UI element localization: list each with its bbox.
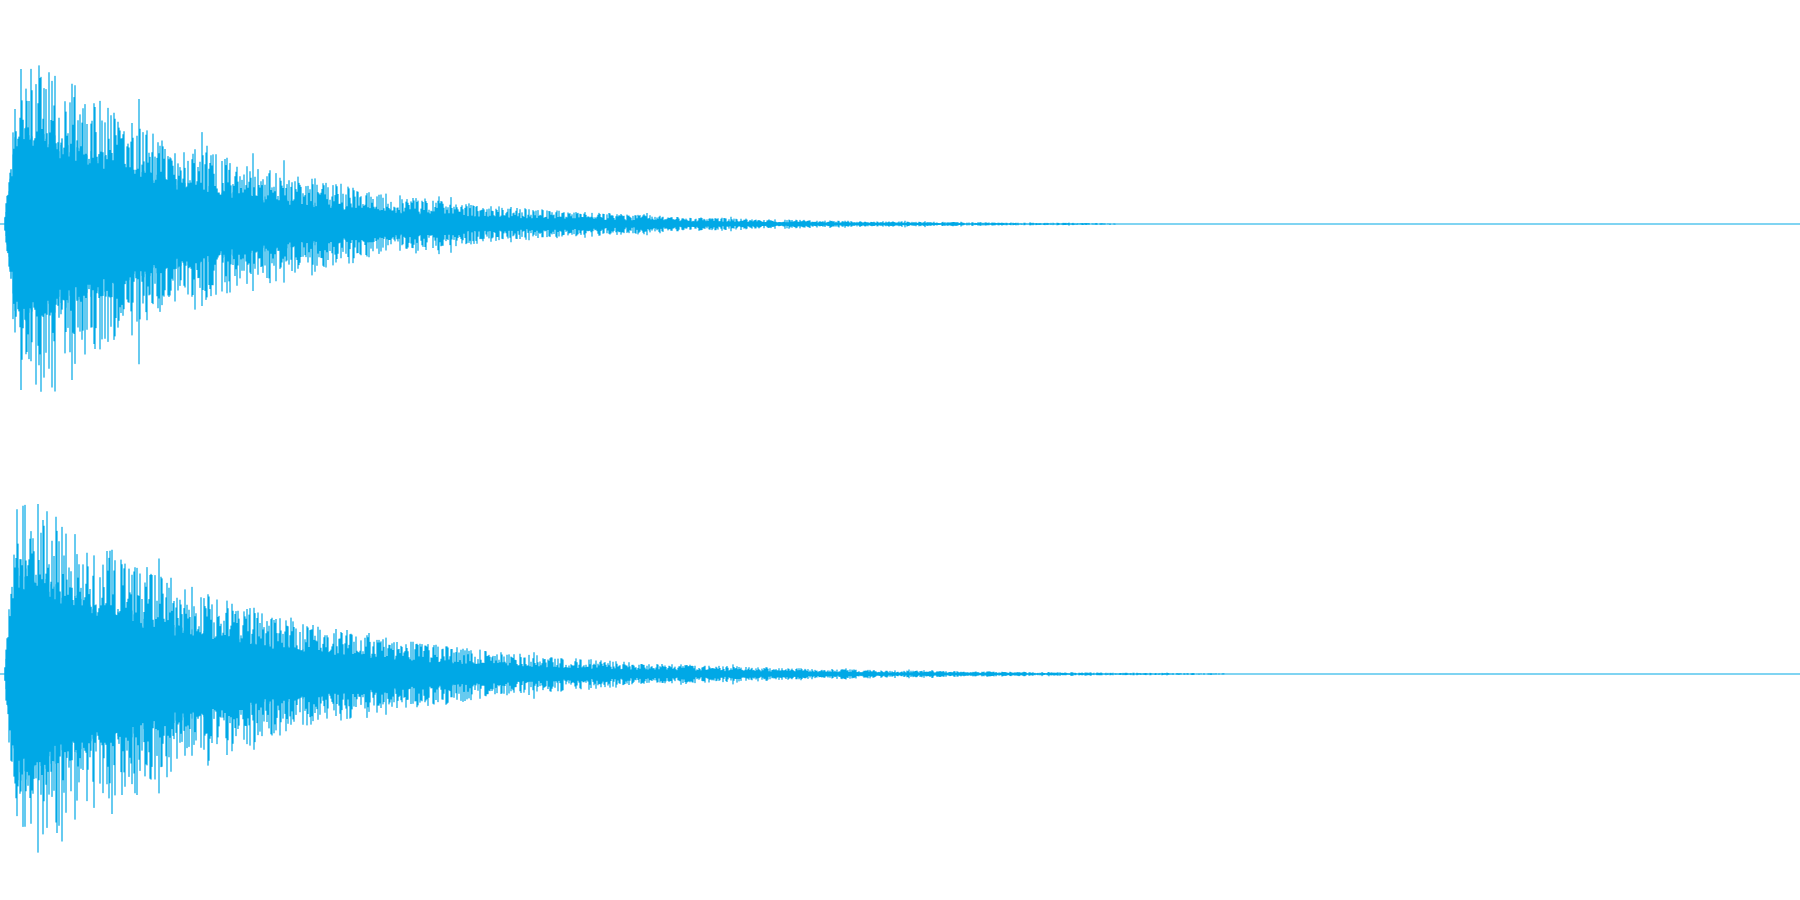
waveform-channel-top bbox=[0, 65, 1800, 392]
waveform-channel-bottom bbox=[0, 450, 1800, 900]
waveform-core bbox=[4, 119, 954, 329]
waveform-top-svg bbox=[0, 65, 1800, 392]
waveform-bottom-svg bbox=[0, 504, 1800, 853]
waveform-core bbox=[4, 567, 1028, 781]
